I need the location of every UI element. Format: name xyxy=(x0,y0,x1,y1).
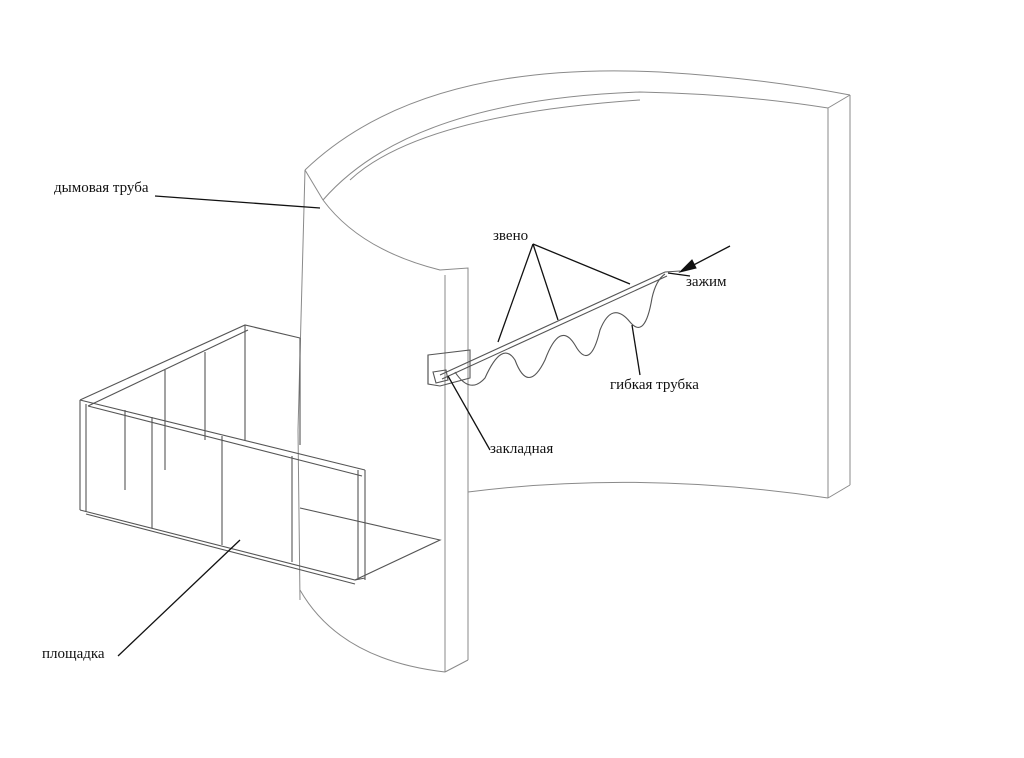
rod-and-tube xyxy=(439,270,681,386)
label-clamp: зажим xyxy=(686,274,727,290)
embedded-plate xyxy=(427,349,471,387)
label-chimney: дымовая труба xyxy=(54,180,149,196)
label-flex-tube: гибкая трубка xyxy=(610,377,699,393)
flexible-tube xyxy=(454,273,666,386)
label-platform: площадка xyxy=(42,646,105,662)
label-link: звено xyxy=(493,228,529,244)
clamp-arrow xyxy=(667,245,731,277)
chimney-shell xyxy=(297,70,851,673)
leader-lines xyxy=(117,195,641,657)
platform xyxy=(79,324,442,585)
label-embedded-part: закладная xyxy=(490,441,554,457)
